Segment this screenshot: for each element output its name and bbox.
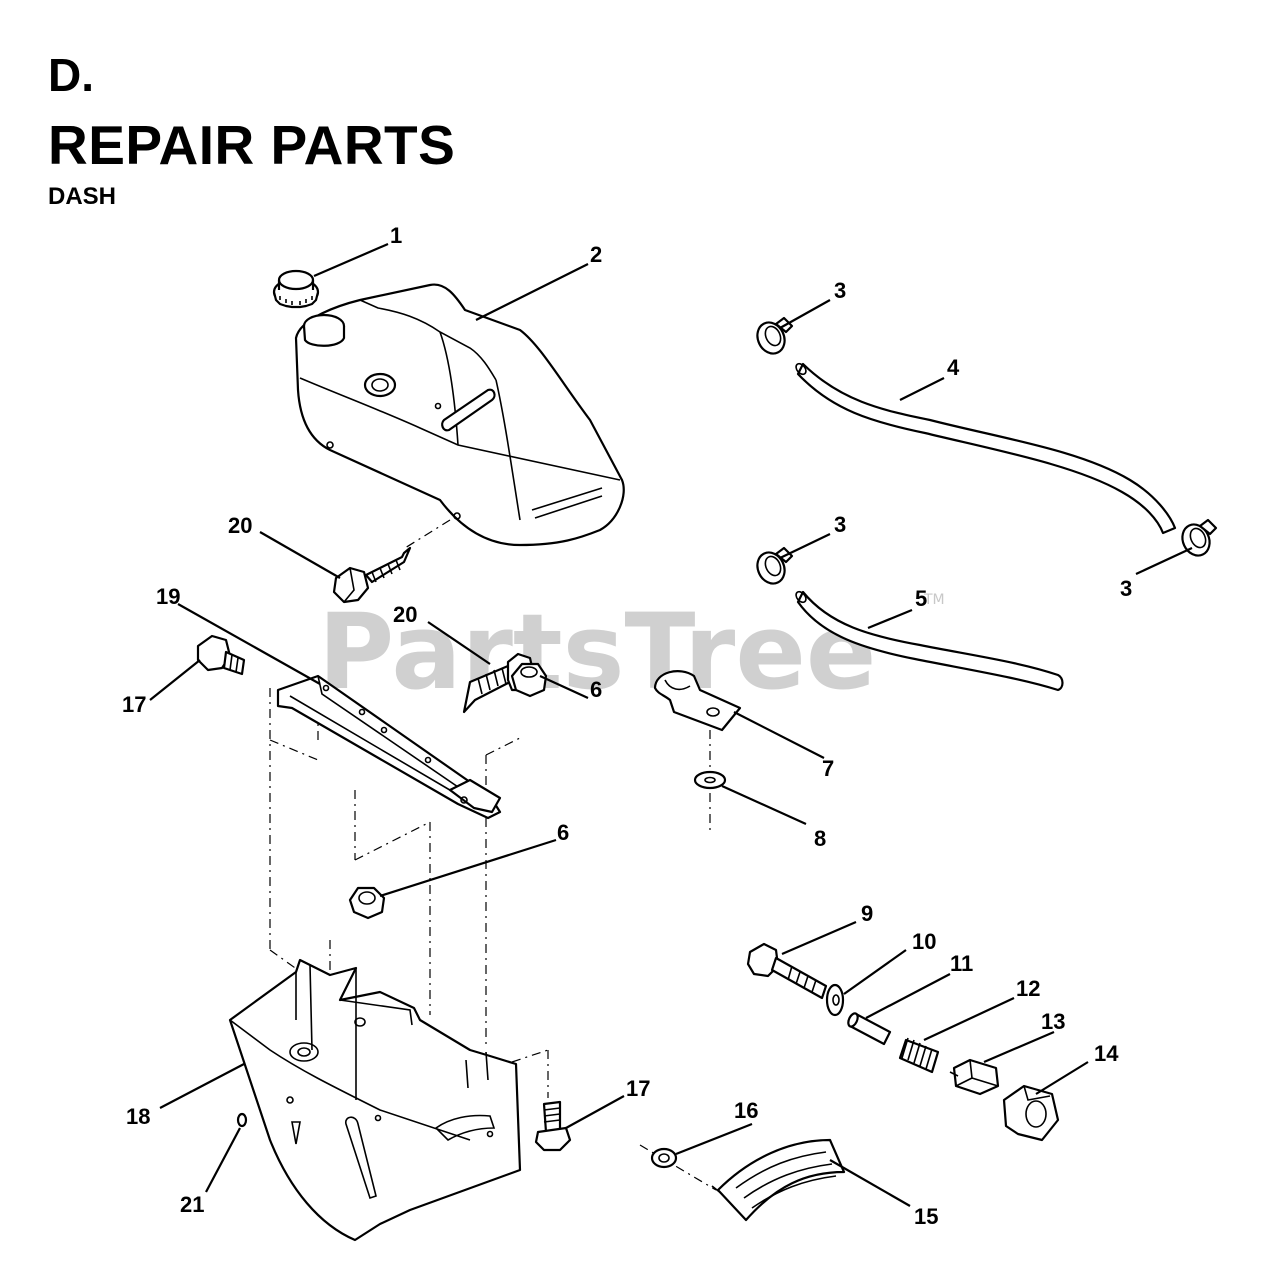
callout-10: 10 [912, 929, 936, 954]
callout-19: 19 [156, 584, 180, 609]
callout-3-top: 3 [834, 278, 846, 303]
callout-6-upper: 6 [590, 677, 602, 702]
spacer-part-11 [847, 1012, 892, 1046]
fuel-hose-short-part [795, 590, 1064, 692]
callout-11: 11 [950, 951, 973, 976]
callout-1: 1 [390, 223, 402, 248]
callout-3-right: 3 [1120, 576, 1132, 601]
dash-panel-part [228, 958, 522, 1242]
callout-14: 14 [1094, 1041, 1119, 1066]
callout-20-lower: 20 [393, 602, 417, 627]
nut-part-6-lower [348, 886, 386, 920]
page-title: REPAIR PARTS [48, 114, 456, 176]
hose-clamp-part-right [1181, 518, 1218, 557]
callout-5: 5 [915, 586, 927, 611]
watermark-text: PartsTree [318, 591, 876, 713]
washer-part-10 [825, 983, 845, 1017]
plug-part-21 [236, 1112, 248, 1128]
callout-8: 8 [814, 826, 826, 851]
callout-13: 13 [1041, 1009, 1065, 1034]
fuel-hose-long-part [795, 362, 1177, 535]
callout-9: 9 [861, 901, 873, 926]
bushing-part-16 [650, 1147, 678, 1169]
indicator-plate-part [711, 1138, 846, 1222]
bolt-part-9 [746, 942, 828, 1000]
spring-part-12 [898, 1037, 940, 1074]
callout-21: 21 [180, 1192, 204, 1217]
bolt-part-17-upper [196, 634, 246, 676]
callout-17-upper: 17 [122, 692, 146, 717]
callout-12: 12 [1016, 976, 1040, 1001]
callout-2: 2 [590, 242, 602, 267]
callout-4: 4 [947, 355, 960, 380]
callout-labels: 1 2 3 4 3 3 5 6 6 7 8 9 10 11 12 13 14 1… [122, 223, 1132, 1229]
callout-7: 7 [822, 756, 834, 781]
leader-lines [149, 242, 1193, 1207]
fuel-tank-part [294, 283, 625, 547]
page-subtitle: DASH [48, 183, 117, 210]
switch-part-13 [949, 1058, 1000, 1096]
section-letter: D. [48, 49, 94, 101]
callout-6-lower: 6 [557, 820, 569, 845]
bolt-part-17-lower [534, 1100, 572, 1152]
callout-20-upper: 20 [228, 513, 252, 538]
callout-17-lower: 17 [626, 1076, 650, 1101]
fuel-cap-part [272, 269, 320, 309]
callout-16: 16 [734, 1098, 758, 1123]
nut-part-6-upper [510, 662, 548, 698]
screw-part-20-upper [332, 546, 412, 604]
callout-18: 18 [126, 1104, 150, 1129]
washer-part-8 [693, 770, 727, 790]
callout-3-mid: 3 [834, 512, 846, 537]
mounting-bracket-part [276, 674, 502, 820]
watermark-trademark: TM [923, 592, 945, 608]
cover-part-14 [1002, 1084, 1060, 1142]
callout-15: 15 [914, 1204, 938, 1229]
hose-clip-part [653, 670, 742, 732]
